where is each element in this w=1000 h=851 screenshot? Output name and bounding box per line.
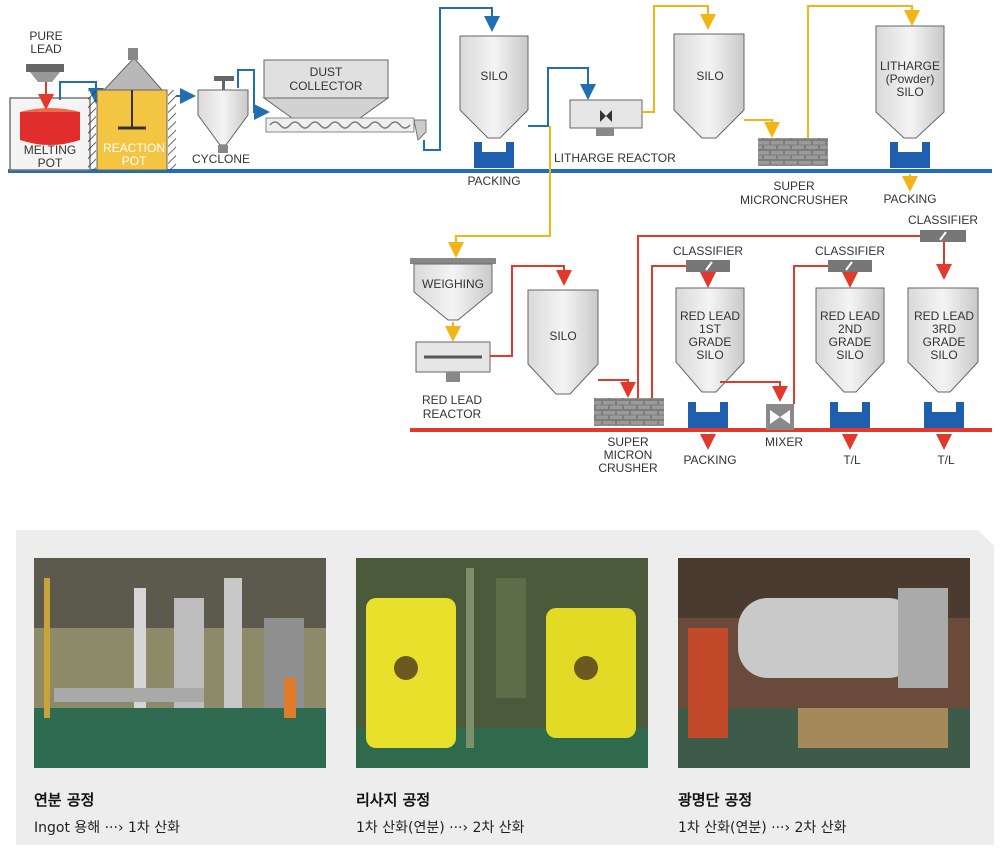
rl2-label-2: 2ND [838,322,862,336]
reaction-pot-label-2: POT [122,154,147,168]
reactor-to-silo-c-arrow [490,265,572,357]
crusher-b-label-2: MICRON [604,448,653,462]
red-lead-1st-grade-silo [675,287,745,393]
red-lead-3rd-grade-silo [907,287,979,393]
mixer-label: MIXER [765,435,803,449]
litharge-silo-label-1: LITHARGE [880,59,940,73]
silo-a-label: SILO [480,69,507,83]
tl-1-label: T/L [843,453,861,467]
packing-c-label: PACKING [683,453,736,467]
panel-corner-cut [978,530,1000,552]
rl3-label-1: RED LEAD [914,309,974,323]
classifier-top-label: CLASSIFIER [908,213,978,227]
red-lead-reactor-label-2: REACTOR [423,407,482,421]
red-process-line [410,428,992,432]
crusher-a-label-2: MICRONCRUSHER [740,193,848,207]
silo-to-litharge-reactor-arrow [528,67,596,127]
litharge-silo-label-3: SILO [896,85,923,99]
classifier-1-label: CLASSIFIER [673,244,743,258]
mixer-icon [770,410,790,424]
crusher-to-classifier-line [651,265,686,398]
photo-3-title: 광명단 공정 [678,791,753,809]
blue-process-line [8,169,992,173]
silo-c-label: SILO [549,329,576,343]
dust-collector-label-1: DUST [310,65,343,79]
litharge-to-silo-arrow [642,5,716,113]
to-weighing-arrow [448,126,551,258]
silo-b [673,33,745,139]
weighing-hopper [413,263,493,321]
packing-b [890,142,930,168]
rl1-label-1: RED LEAD [680,309,740,323]
photo-2-title: 리사지 공정 [356,791,431,809]
litharge-reactor-label: LITHARGE REACTOR [554,151,676,165]
rl1-label-3: GRADE [689,335,732,349]
mixer-to-classifier-line [793,265,828,404]
weighing-label: WEIGHING [422,277,484,291]
super-micron-crusher-a [758,138,828,166]
silo-b-label: SILO [696,69,723,83]
packing-c [688,402,728,428]
packing-a-label: PACKING [467,174,520,188]
dust-collector [262,59,427,142]
rl2-label-4: SILO [836,348,863,362]
packing-a [474,142,514,168]
classifier-2-label: CLASSIFIER [815,244,885,258]
silo-c [527,289,599,395]
tl-2-label: T/L [937,453,955,467]
photo-3-subtitle: 1차 산화(연분) ···› 2차 산화 [678,820,847,836]
photo-panel: 연분 공정 Ingot 용해 ···› 1차 산화 리사지 공정 1차 산화(연… [16,530,994,845]
photo-2-subtitle: 1차 산화(연분) ···› 2차 산화 [356,820,525,836]
super-micron-crusher-b [594,398,664,426]
crusher-b-label-3: CRUSHER [598,461,658,475]
classifier-top-return-line [637,235,920,400]
photo-1-title: 연분 공정 [34,791,95,809]
crusher-to-litharge-silo-arrow [807,5,920,138]
rl1-label-4: SILO [696,348,723,362]
factory-hall-photo [34,558,326,768]
red-lead-2nd-grade-silo [815,287,885,393]
rl3-label-2: 3RD [932,322,956,336]
pure-lead-label-1: PURE [29,29,62,43]
cyclone [197,76,249,153]
cyclone-label: CYCLONE [192,152,250,166]
process-flow-diagram: PURE LEAD MELTING POT REACTION POT CYCLO… [8,5,992,475]
silo-c-to-crusher-arrow [598,379,636,398]
photo-1-subtitle: Ingot 용해 ···› 1차 산화 [34,820,181,836]
red-lead-reactor-label-1: RED LEAD [422,393,482,407]
rl2-label-3: GRADE [829,335,872,349]
rl1-label-2: 1ST [699,322,722,336]
reaction-pot [88,48,176,171]
cyclone-to-dust-arrow [237,69,270,120]
dust-to-silo-arrow [423,7,500,151]
crusher-b-label-1: SUPER [607,435,649,449]
litharge-reactor [569,99,643,129]
litharge-reactor-valve-icon [600,110,612,122]
yellow-reactors-photo [356,558,648,768]
litharge-silo-label-2: (Powder) [886,72,935,86]
rl2-label-1: RED LEAD [820,309,880,323]
melting-pot-label-1: MELTING [24,143,76,157]
litharge-powder-silo [875,25,945,139]
silo-a [459,35,529,139]
crusher-a-label-1: SUPER [773,179,815,193]
pure-lead-label-2: LEAD [30,42,62,56]
dust-collector-label-2: COLLECTOR [289,79,362,93]
rotary-kiln-photo [678,558,970,768]
packing-b-label: PACKING [883,192,936,206]
packing-rl2 [830,402,870,428]
rl3-label-3: GRADE [923,335,966,349]
packing-rl3 [924,402,964,428]
reaction-pot-label-1: REACTION [103,141,165,155]
rl3-label-4: SILO [930,348,957,362]
rl1-to-mixer-arrow [720,381,788,402]
melting-pot-label-2: POT [38,156,63,170]
silo-b-to-crusher-arrow [744,119,780,138]
